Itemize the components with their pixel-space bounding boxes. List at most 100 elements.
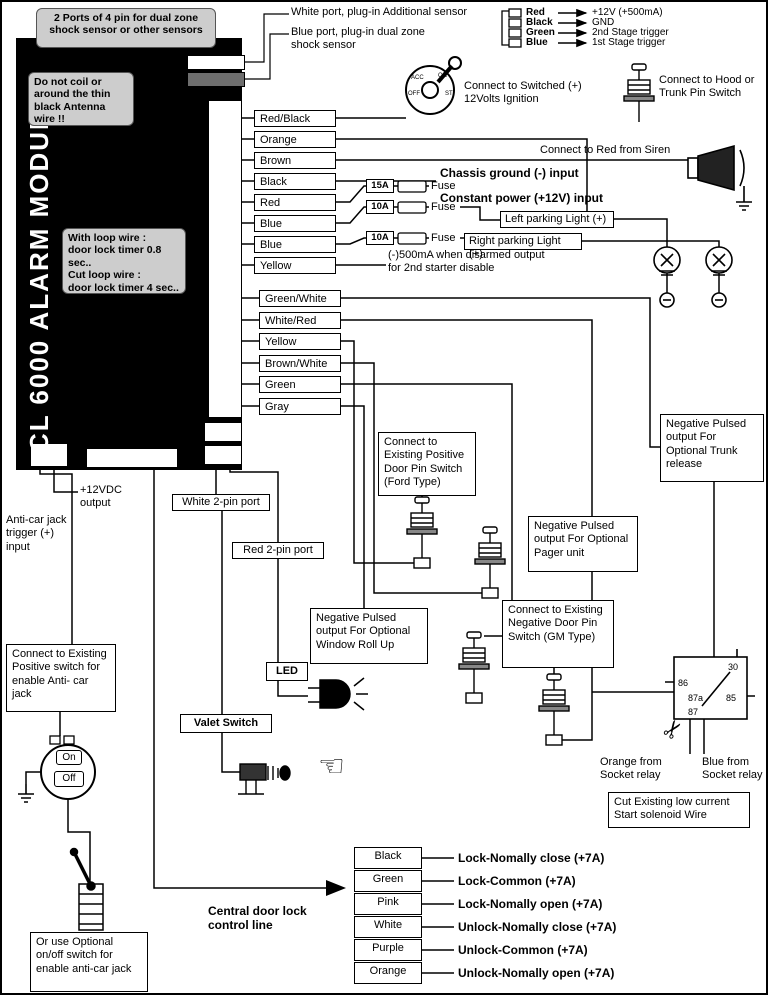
wire-gray xyxy=(341,405,365,608)
wire-brownwhite xyxy=(341,362,482,594)
ports-note-callout: 2 Ports of 4 pin for dual zone shock sen… xyxy=(36,8,216,48)
wire-central xyxy=(153,468,318,889)
fuse-word: Fuse xyxy=(431,201,456,213)
door-function: Lock-Nomally close (+7A) xyxy=(458,851,605,865)
door-wire-purple: Purple xyxy=(354,939,422,961)
svg-text:ST: ST xyxy=(445,91,453,97)
wire-orange xyxy=(336,138,588,211)
constant-power-note: Constant power (+12V) input xyxy=(440,191,604,205)
switch-pad xyxy=(465,692,483,704)
harness-pin-function: 1st Stage trigger xyxy=(592,37,666,48)
disarm-line2: for 2nd starter disable xyxy=(388,262,495,275)
harness-connector xyxy=(501,8,588,48)
valet-switch-icon xyxy=(238,763,291,795)
wire-label-blue1: Blue xyxy=(254,215,336,232)
wire-greenwhite xyxy=(341,297,660,448)
ford-pin-switch-b-icon xyxy=(474,526,506,588)
svg-text:OFF: OFF xyxy=(408,91,420,97)
blue-relay-note: Blue from Socket relay xyxy=(702,756,763,782)
two-pin-port-b xyxy=(204,445,242,465)
fuse-word: Fuse xyxy=(431,232,456,244)
blue-port-label: Blue port, plug-in dual zone shock senso… xyxy=(291,26,425,52)
rocker-off-label: Off xyxy=(54,771,84,787)
wires xyxy=(25,13,720,974)
harness-pin-wire: Red xyxy=(526,7,545,18)
left-parking-box: Left parking Light (+) xyxy=(500,211,614,228)
wire-left-ports xyxy=(39,467,78,644)
led-label: LED xyxy=(266,662,308,681)
wire-label-yellow1: Yellow xyxy=(254,257,336,274)
door-wire-green: Green xyxy=(354,870,422,892)
wire-left-bulb xyxy=(614,218,668,247)
optional-switch-box: Or use Optional on/off switch for enable… xyxy=(30,932,148,992)
door-function: Lock-Common (+7A) xyxy=(458,874,576,888)
ford-pin-switch-a-icon xyxy=(406,496,438,558)
svg-text:30: 30 xyxy=(728,662,738,672)
antenna-warning-callout: Do not coil or around the thin black Ant… xyxy=(28,72,134,126)
gm-pin-switch-b-icon xyxy=(538,673,570,735)
harness-pin-wire: Black xyxy=(526,17,553,28)
window-rollup-box: Negative Pulsed output For Optional Wind… xyxy=(310,608,428,664)
toggle-switch-icon xyxy=(69,847,104,931)
wire-bulb-grounds xyxy=(666,273,720,293)
right-parking-box: Right parking Light (+) xyxy=(464,233,582,260)
wire-whitered xyxy=(341,319,593,516)
loop-note-line: door lock timer 0.8 sec.. xyxy=(68,244,162,269)
svg-text:86: 86 xyxy=(678,678,688,688)
fuse-icon-10a-right xyxy=(397,232,427,245)
sensor-port-white xyxy=(187,55,245,70)
hood-pin-switch-icon xyxy=(623,63,655,122)
wire-label-black: Black xyxy=(254,173,336,190)
door-function: Lock-Nomally open (+7A) xyxy=(458,897,603,911)
anti-jack-trigger-note: Anti-car jack trigger (+) input xyxy=(6,514,67,553)
two-pin-port-a xyxy=(204,422,242,442)
wire-relay-bottom xyxy=(689,719,705,754)
fuse-10a-label: 10A xyxy=(366,200,394,214)
anti-jack-switch-box: Connect to Existing Positive switch for … xyxy=(6,644,116,712)
fuse-icon-15a xyxy=(397,180,427,193)
wire-label-whitered: White/Red xyxy=(259,312,341,329)
siren-note: Connect to Red from Siren xyxy=(540,144,671,156)
wire-right-bulb xyxy=(582,240,720,247)
harness-pin-wire: Blue xyxy=(526,37,548,48)
rocker-switch-icon xyxy=(40,735,96,800)
wire-table-rows xyxy=(422,857,454,974)
disarm-output-note: (-)500mA when disarmed output for 2nd st… xyxy=(388,249,578,276)
harness-pin-function: GND xyxy=(592,17,615,28)
wire-label-red: Red xyxy=(254,194,336,211)
svg-text:ACC: ACC xyxy=(411,75,424,81)
door-wire-pink: Pink xyxy=(354,893,422,915)
disarm-line1: (-)500mA when disarmed output xyxy=(388,249,545,261)
bulb-right-icon xyxy=(705,246,733,308)
six-pin-connector xyxy=(86,448,178,468)
door-function: Unlock-Nomally open (+7A) xyxy=(458,966,615,980)
fuse-10a-label: 10A xyxy=(366,231,394,245)
ford-switch-box: Connect to Existing Positive Door Pin Sw… xyxy=(378,432,476,496)
ignition-key-icon: OFF ACC ON ST xyxy=(405,56,462,115)
ground-icon-siren xyxy=(736,186,752,211)
fuse-icon-10a-left xyxy=(397,201,427,214)
loop-note-line: With loop wire : xyxy=(68,232,147,244)
ground-icon-rocker xyxy=(18,784,34,803)
door-wire-white: White xyxy=(354,916,422,938)
wire-label-redblack: Red/Black xyxy=(254,110,336,127)
left-four-pin-port xyxy=(30,443,68,467)
switch-pad xyxy=(545,734,563,746)
wire-rocker-ground xyxy=(25,771,41,784)
red-2pin-label: Red 2-pin port xyxy=(232,542,324,559)
svg-text:ON: ON xyxy=(438,73,447,79)
module-connector-strip xyxy=(208,100,242,418)
orange-relay-note: Orange from Socket relay xyxy=(600,756,662,782)
trunk-release-box: Negative Pulsed output For Optional Trun… xyxy=(660,414,764,482)
vdc-output-note: +12VDC output xyxy=(80,484,122,510)
central-arrow-icon xyxy=(318,880,346,896)
wire-label-greenwhite: Green/White xyxy=(259,290,341,307)
bulb-left-icon xyxy=(653,246,681,308)
wire-label-orange: Orange xyxy=(254,131,336,148)
central-door-note: Central door lock control line xyxy=(208,904,307,932)
door-wire-orange: Orange xyxy=(354,962,422,984)
gm-pin-switch-a-icon xyxy=(458,631,490,693)
hood-trunk-note: Connect to Hood or Trunk Pin Switch xyxy=(659,74,755,100)
white-port-label: White port, plug-in Additional sensor xyxy=(291,6,468,18)
